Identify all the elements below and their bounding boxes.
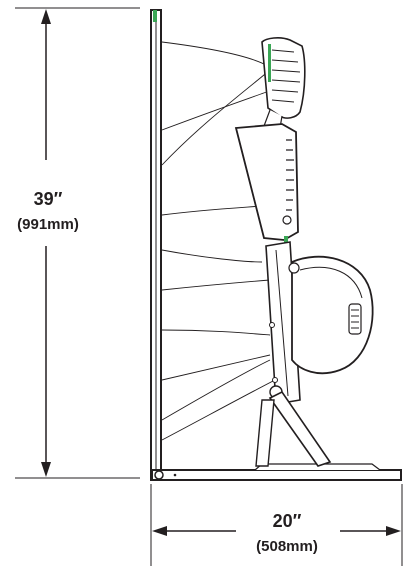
lower-knob-icon	[288, 262, 300, 274]
reach-arcs	[161, 41, 276, 441]
display-monitor	[234, 123, 299, 246]
monitor-front-edge	[235, 127, 265, 239]
base-plate-body	[151, 469, 402, 481]
dome-vent-slats	[351, 309, 359, 329]
monitor-back-vents	[286, 139, 294, 211]
width-metric-label: (508mm)	[256, 538, 318, 555]
height-dimension: 39″ (991mm)	[15, 7, 140, 479]
dome-shell	[291, 255, 374, 375]
height-metric-label: (991mm)	[17, 216, 79, 233]
wall-panel-green-trim	[153, 10, 157, 22]
top-console-green-strip	[268, 44, 271, 82]
dome-inner-curve	[299, 266, 363, 299]
wall-panel	[150, 9, 162, 481]
height-arrow-down-icon	[41, 462, 51, 477]
top-console-housing	[261, 37, 306, 119]
width-arrow-left-icon	[152, 526, 167, 536]
swing-arm-brace	[255, 399, 275, 467]
monitor-green-clip	[284, 236, 288, 246]
base-plate	[151, 463, 402, 481]
mount-screw-bottom-icon	[272, 377, 278, 383]
lower-unit	[255, 241, 374, 467]
swing-arm	[268, 390, 332, 467]
width-arrow-right-icon	[386, 526, 401, 536]
base-screw-icon	[173, 473, 177, 477]
base-hinge-icon	[154, 470, 164, 480]
lower-mount-rail-inner	[275, 249, 289, 397]
width-dimension: 20″ (508mm)	[150, 484, 403, 566]
mount-screw-top-icon	[269, 322, 275, 328]
height-arrow-up-icon	[41, 9, 51, 24]
dome-side-vent	[348, 303, 362, 335]
width-value-label: 20″	[273, 511, 302, 531]
height-value-label: 39″	[34, 189, 63, 209]
top-console-grille	[271, 49, 301, 103]
monitor-knob-icon	[282, 215, 292, 225]
top-console	[261, 37, 306, 129]
